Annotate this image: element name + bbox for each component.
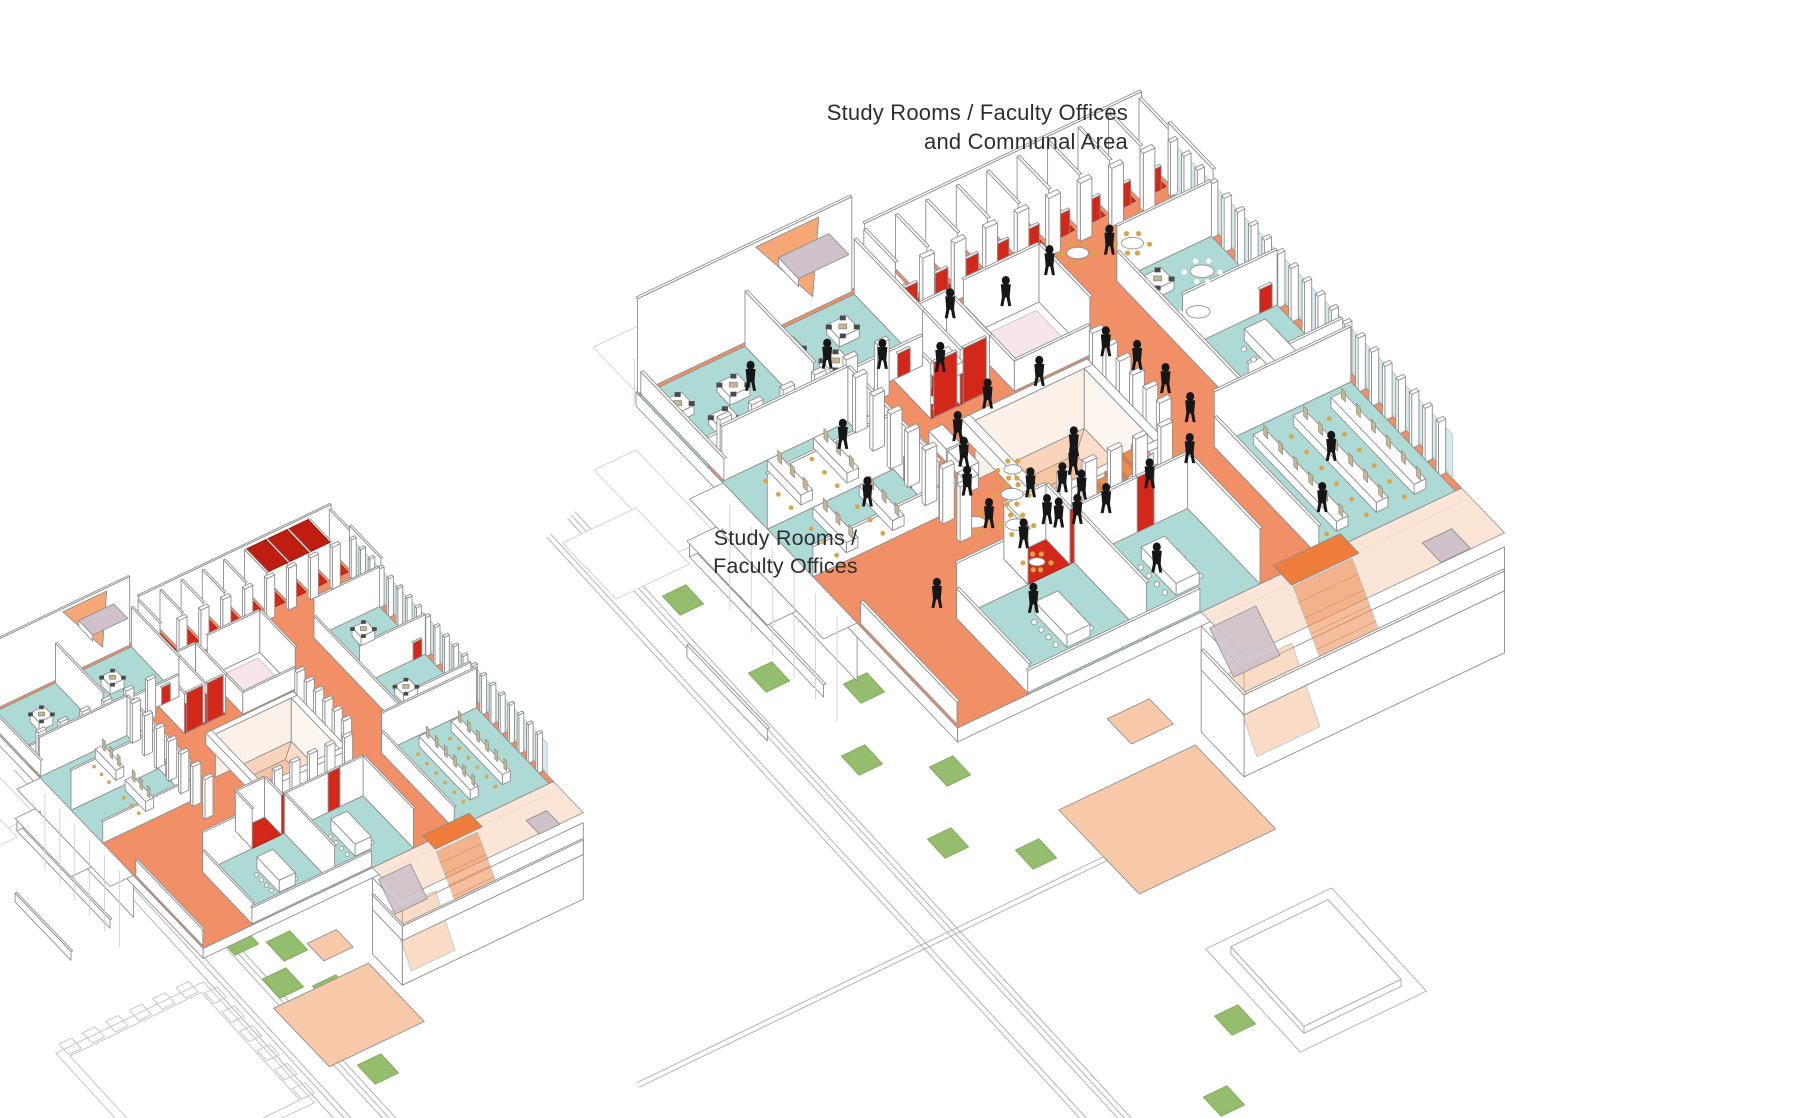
label-study-line1: Study Rooms / [713,526,858,550]
label-communal-line2: and Communal Area [924,129,1128,154]
axon-large-building [562,89,1505,895]
label-study-rooms: Study Rooms / Faculty Offices [663,524,908,580]
axon-small-building [0,502,584,1068]
label-communal-area: Study Rooms / Faculty Offices and Commun… [827,98,1128,156]
label-communal-line1: Study Rooms / Faculty Offices [826,100,1128,125]
label-study-line2: Faculty Offices [713,554,858,578]
ground-plane [13,511,1427,1118]
